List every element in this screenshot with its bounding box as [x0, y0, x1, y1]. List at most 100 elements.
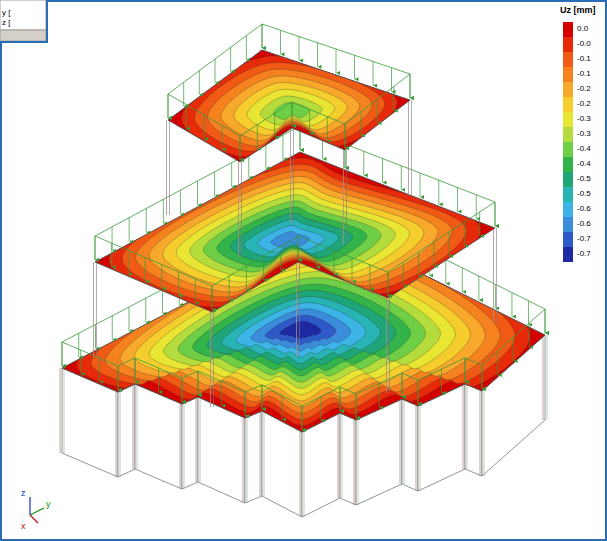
contour-band: [244, 219, 338, 257]
column-line: [416, 406, 417, 491]
legend: 0.0-0.0-0.1-0.1-0.2-0.2-0.3-0.3-0.4-0.4-…: [563, 22, 607, 262]
load-arrow: [327, 117, 328, 141]
load-arrow: [112, 316, 113, 340]
load-arrow: [340, 387, 341, 411]
legend-value: 0.0: [577, 25, 588, 33]
panel-fragment-text: z [: [2, 19, 10, 27]
load-arrow: [356, 394, 357, 418]
load-arrow: [449, 232, 450, 256]
load-arrow: [129, 218, 130, 242]
legend-swatch: [563, 112, 573, 127]
load-arrow: [240, 136, 241, 160]
contour-band: [234, 83, 347, 136]
legend-value: -0.2: [577, 85, 591, 93]
column-line: [293, 128, 294, 223]
load-arrow: [340, 387, 341, 411]
load-arrow: [482, 365, 483, 389]
load-line: [240, 102, 292, 136]
load-arrow: [292, 102, 293, 126]
contour-band: [149, 265, 455, 394]
load-arrow: [465, 358, 466, 382]
load-line: [95, 236, 212, 286]
load-arrow: [145, 257, 146, 281]
column-line: [93, 262, 94, 357]
legend-swatch: [563, 52, 573, 67]
load-arrow: [402, 373, 403, 397]
load-arrow: [388, 272, 389, 296]
load-arrow: [195, 279, 196, 303]
load-arrow: [240, 136, 241, 160]
load-arrow: [529, 323, 530, 347]
column-line: [463, 384, 464, 469]
surface-load: [168, 24, 410, 160]
column-line: [196, 397, 197, 482]
load-arrow: [403, 262, 404, 286]
column-line: [343, 150, 344, 245]
load-arrow: [433, 242, 434, 266]
load-arrow: [280, 30, 281, 54]
load-arrow: [99, 358, 100, 382]
load-arrow: [229, 276, 230, 300]
column-line: [496, 228, 497, 323]
column-line: [120, 392, 121, 477]
column-line: [60, 368, 61, 453]
contour-band: [222, 296, 381, 363]
load-line: [345, 74, 410, 124]
load-line: [182, 371, 198, 378]
load-arrow: [95, 325, 96, 349]
contour-band: [203, 201, 381, 272]
column-line: [137, 384, 138, 469]
column-line: [389, 298, 390, 393]
load-arrow: [282, 135, 283, 159]
load-arrow: [495, 284, 496, 308]
legend-value: -0.4: [577, 145, 591, 153]
column-line: [358, 420, 359, 505]
load-arrow: [146, 209, 147, 233]
load-arrow: [263, 256, 264, 280]
legend-value: -0.0: [577, 40, 591, 48]
axis-triad: [30, 497, 44, 523]
legend-row: -0.1: [563, 67, 607, 82]
contour-band: [271, 231, 310, 247]
load-arrow: [476, 195, 477, 219]
load-arrow: [334, 250, 335, 274]
load-arrow: [401, 166, 402, 190]
legend-row: -0.1: [563, 52, 607, 67]
load-arrow: [495, 202, 496, 226]
load-arrow: [402, 373, 403, 397]
load-arrow: [418, 380, 419, 404]
load-line: [262, 24, 410, 74]
legend-swatch: [563, 127, 573, 142]
column-line: [296, 262, 297, 357]
axis-label: x: [21, 522, 26, 531]
load-arrow: [178, 272, 179, 296]
legend-value: -0.7: [577, 250, 591, 258]
load-line: [388, 202, 495, 272]
load-arrow: [95, 236, 96, 260]
column-line: [213, 312, 214, 407]
column-line: [411, 100, 412, 195]
load-arrow: [231, 163, 232, 187]
contour-band: [274, 103, 310, 120]
legend-swatch: [563, 202, 573, 217]
load-arrow: [361, 112, 362, 136]
wall-panel: [402, 399, 418, 491]
load-arrow: [363, 151, 364, 175]
contour-band: [118, 25, 457, 182]
load-arrow: [215, 59, 216, 83]
load-arrow: [168, 94, 169, 118]
legend-swatch: [563, 22, 573, 37]
load-arrow: [158, 368, 159, 392]
legend-row: -0.2: [563, 97, 607, 112]
column-line: [493, 228, 494, 323]
load-line: [340, 387, 356, 394]
load-arrow: [462, 268, 463, 292]
load-arrow: [356, 394, 357, 418]
contour-band: [280, 321, 321, 338]
legend-value: -0.6: [577, 205, 591, 213]
load-arrow: [129, 307, 130, 331]
column-line: [484, 391, 485, 476]
load-line: [292, 102, 345, 124]
column-line: [166, 120, 167, 215]
